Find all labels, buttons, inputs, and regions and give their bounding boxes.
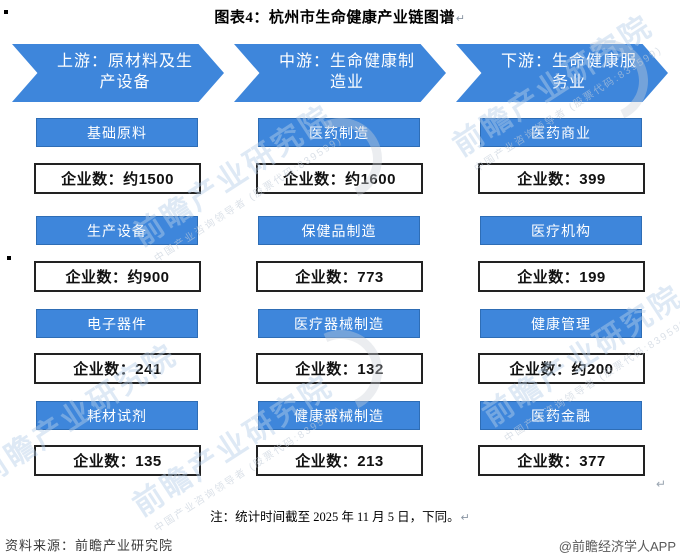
- category-box: 医药金融: [480, 401, 642, 430]
- category-box: 基础原料: [36, 118, 198, 147]
- count-box: 企业数：约200: [478, 353, 645, 384]
- category-box: 健康管理: [480, 309, 642, 338]
- source-line: 资料来源：前瞻产业研究院: [5, 538, 174, 553]
- arrow-header-downstream: 下游：生命健康服务业: [456, 44, 668, 102]
- figure-title: 图表4：杭州市生命健康产业链图谱↵: [0, 6, 680, 27]
- count-box: 企业数：241: [34, 353, 201, 384]
- category-box: 电子器件: [36, 309, 198, 338]
- category-box: 医药商业: [480, 118, 642, 147]
- category-box: 耗材试剂: [36, 401, 198, 430]
- chain-column-midstream: 中游：生命健康制造业 医药制造 企业数：约1600 保健品制造 企业数：773 …: [234, 44, 446, 484]
- category-box: 保健品制造: [258, 216, 420, 245]
- count-box: 企业数：132: [256, 353, 423, 384]
- count-box: 企业数：199: [478, 261, 645, 292]
- count-box: 企业数：约900: [34, 261, 201, 292]
- arrow-header-label: 上游：原材料及生产设备: [56, 53, 193, 91]
- credit-line: @前瞻经济学人APP: [558, 539, 676, 554]
- count-box: 企业数：773: [256, 261, 423, 292]
- count-box: 企业数：135: [34, 445, 201, 476]
- category-box: 医药制造: [258, 118, 420, 147]
- count-box: 企业数：213: [256, 445, 423, 476]
- category-box: 生产设备: [36, 216, 198, 245]
- paragraph-mark-icon: ↵: [656, 477, 667, 491]
- figure-note-text: 注：统计时间截至 2025 年 11 月 5 日，下同。: [210, 510, 460, 524]
- count-box: 企业数：约1500: [34, 163, 201, 194]
- anchor-marker-icon: [7, 256, 11, 260]
- category-box: 健康器械制造: [258, 401, 420, 430]
- paragraph-mark-icon: ↵: [460, 512, 470, 524]
- chain-column-upstream: 上游：原材料及生产设备 基础原料 企业数：约1500 生产设备 企业数：约900…: [12, 44, 224, 484]
- arrow-header-label: 中游：生命健康制造业: [278, 53, 415, 91]
- category-box: 医疗机构: [480, 216, 642, 245]
- figure-title-text: 图表4：杭州市生命健康产业链图谱: [214, 10, 455, 26]
- arrow-header-label: 下游：生命健康服务业: [500, 53, 637, 91]
- count-box: 企业数：399: [478, 163, 645, 194]
- category-box: 医疗器械制造: [258, 309, 420, 338]
- count-box: 企业数：377: [478, 445, 645, 476]
- arrow-header-upstream: 上游：原材料及生产设备: [12, 44, 224, 102]
- count-box: 企业数：约1600: [256, 163, 423, 194]
- paragraph-mark-icon: ↵: [455, 13, 466, 25]
- anchor-marker-icon: [4, 10, 8, 14]
- arrow-header-midstream: 中游：生命健康制造业: [234, 44, 446, 102]
- figure-note: 注：统计时间截至 2025 年 11 月 5 日，下同。↵: [0, 506, 680, 525]
- chain-column-downstream: 下游：生命健康服务业 医药商业 企业数：399 医疗机构 企业数：199 健康管…: [456, 44, 668, 484]
